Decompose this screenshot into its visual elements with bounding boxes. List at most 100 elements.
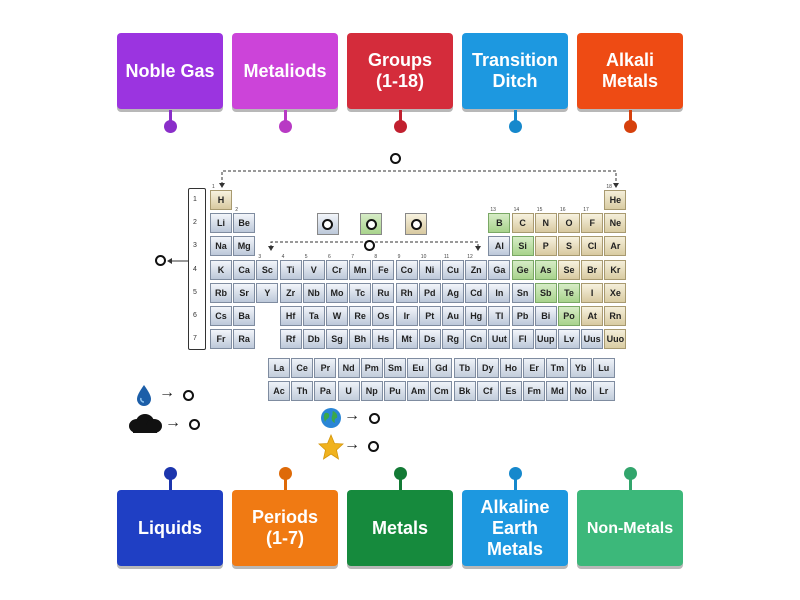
- bottom-pin-dot[interactable]: [164, 467, 177, 480]
- period-number: 7: [193, 335, 197, 343]
- element-li: Li: [210, 213, 232, 234]
- top-pin-dot[interactable]: [624, 120, 637, 133]
- element-ar: Ar: [604, 236, 627, 257]
- element-ra: Ra: [233, 329, 256, 350]
- group-number: 14: [513, 207, 520, 214]
- element-ru: Ru: [372, 282, 395, 303]
- top-pin-dot[interactable]: [164, 120, 177, 133]
- element-es: Es: [500, 381, 522, 401]
- bottom-pin-stem: [284, 478, 287, 490]
- element-tc: Tc: [349, 282, 372, 303]
- element-rb: Rb: [210, 282, 232, 303]
- element-pt: Pt: [418, 306, 441, 326]
- element-bi: Bi: [534, 306, 557, 326]
- group-number: 7: [351, 253, 354, 260]
- label-alkaline-earth-metals[interactable]: Alkaline Earth Metals: [462, 490, 568, 566]
- element-po: Po: [558, 306, 580, 326]
- water-drop-icon: [137, 385, 151, 406]
- top-pin-dot[interactable]: [394, 120, 407, 133]
- element-se: Se: [558, 259, 580, 280]
- label-groups[interactable]: Groups (1-18): [347, 33, 453, 109]
- element-mt: Mt: [395, 329, 418, 350]
- label-periods[interactable]: Periods (1-7): [232, 490, 338, 566]
- element-pd: Pd: [418, 282, 441, 303]
- hotspot-periods[interactable]: [155, 255, 166, 266]
- element-uut: Uut: [488, 329, 511, 350]
- element-zn: Zn: [465, 259, 488, 280]
- bottom-pin-dot[interactable]: [509, 467, 522, 480]
- synthetic-arrow: →: [344, 436, 360, 453]
- element-lv: Lv: [558, 329, 580, 350]
- element-cn: Cn: [465, 329, 488, 350]
- group-number: 6: [328, 253, 331, 260]
- period-number: 5: [193, 288, 197, 296]
- period-number: 3: [193, 242, 197, 250]
- element-pa: Pa: [314, 381, 337, 401]
- element-as: As: [534, 259, 557, 280]
- period-number: 1: [193, 196, 197, 203]
- group-number: 18: [606, 184, 612, 190]
- element-rh: Rh: [395, 282, 418, 303]
- element-cs: Cs: [210, 306, 232, 326]
- element-k: K: [210, 259, 232, 280]
- element-md: Md: [546, 381, 569, 401]
- cloud-icon: [129, 414, 162, 433]
- hotspot-metals-swatch[interactable]: [322, 219, 333, 230]
- hotspot-groups[interactable]: [390, 153, 401, 164]
- group-number: 17: [583, 207, 589, 214]
- element-sm: Sm: [384, 358, 406, 378]
- element-hg: Hg: [465, 306, 488, 326]
- element-u: U: [337, 381, 360, 401]
- hotspot-transition-ditch[interactable]: [364, 240, 375, 251]
- element-cl: Cl: [581, 236, 604, 257]
- top-pin-dot[interactable]: [279, 120, 292, 133]
- bottom-pin-dot[interactable]: [624, 467, 637, 480]
- element-w: W: [326, 306, 348, 326]
- hotspot-gases[interactable]: [189, 419, 200, 430]
- label-transition-ditch[interactable]: Transition Ditch: [462, 33, 568, 109]
- element-db: Db: [302, 329, 325, 350]
- top-pin-dot[interactable]: [509, 120, 522, 133]
- element-nd: Nd: [337, 358, 360, 378]
- element-uus: Uus: [581, 329, 604, 350]
- element-ac: Ac: [268, 381, 290, 401]
- element-ne: Ne: [604, 213, 627, 234]
- element-p: P: [534, 236, 557, 257]
- globe-icon: [321, 408, 341, 428]
- element-os: Os: [372, 306, 395, 326]
- bottom-pin-dot[interactable]: [279, 467, 292, 480]
- star-icon: [318, 434, 344, 460]
- top-pin-stem: [514, 110, 517, 122]
- element-xe: Xe: [604, 282, 627, 303]
- hotspot-liquids[interactable]: [183, 390, 194, 401]
- element-ti: Ti: [279, 259, 302, 280]
- element-he: He: [604, 190, 627, 210]
- element-si: Si: [511, 236, 534, 257]
- element-rf: Rf: [279, 329, 302, 350]
- element-am: Am: [407, 381, 430, 401]
- top-pin-stem: [169, 110, 172, 122]
- hotspot-nonmetals-swatch[interactable]: [411, 219, 422, 230]
- hotspot-synthetic[interactable]: [368, 441, 379, 452]
- label-metals[interactable]: Metals: [347, 490, 453, 566]
- group-number: 3: [258, 253, 262, 260]
- bottom-pin-dot[interactable]: [394, 467, 407, 480]
- label-non-metals[interactable]: Non-Metals: [577, 490, 683, 566]
- element-ds: Ds: [418, 329, 441, 350]
- element-re: Re: [349, 306, 372, 326]
- element-c: C: [511, 213, 534, 234]
- element-sg: Sg: [326, 329, 348, 350]
- label-noble-gas[interactable]: Noble Gas: [117, 33, 223, 109]
- element-ca: Ca: [233, 259, 256, 280]
- element-pm: Pm: [360, 358, 383, 378]
- element-na: Na: [210, 236, 232, 257]
- label-metalloids[interactable]: Metaliods: [232, 33, 338, 109]
- hotspot-metalloids-swatch[interactable]: [366, 219, 377, 230]
- hotspot-natural[interactable]: [369, 413, 380, 424]
- group-number: 11: [444, 253, 450, 260]
- element-i: I: [581, 282, 604, 303]
- label-alkali-metals[interactable]: Alkali Metals: [577, 33, 683, 109]
- element-cd: Cd: [465, 282, 488, 303]
- label-liquids[interactable]: Liquids: [117, 490, 223, 566]
